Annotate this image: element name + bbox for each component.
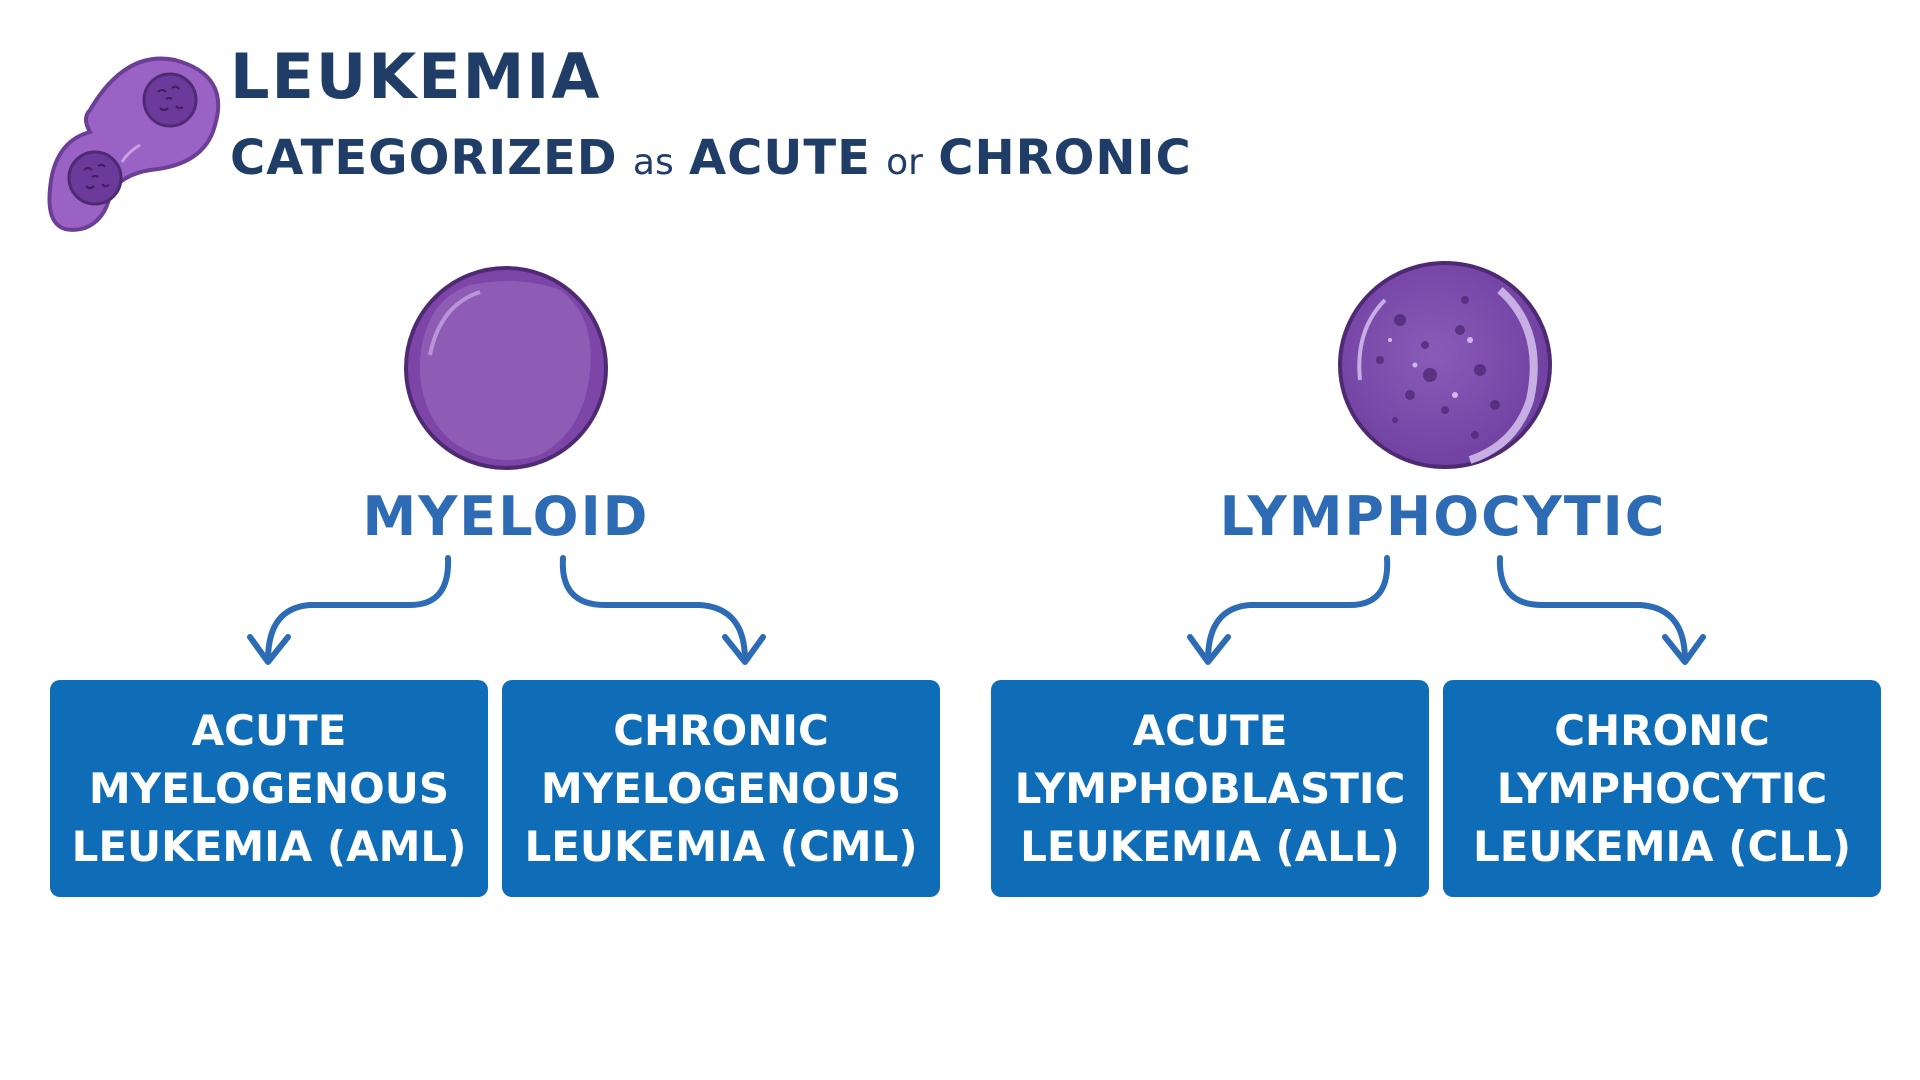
box-cml: CHRONIC MYELOGENOUS LEUKEMIA (CML) bbox=[502, 680, 940, 897]
arrowhead-all bbox=[1187, 634, 1231, 665]
box-line: LEUKEMIA (CML) bbox=[524, 821, 918, 871]
subtitle-word-categorized: CATEGORIZED bbox=[230, 130, 618, 186]
box-line: ACUTE bbox=[1132, 705, 1288, 755]
arrow-to-aml bbox=[265, 555, 452, 663]
subtitle-word-or: or bbox=[886, 142, 923, 183]
box-line: LEUKEMIA (ALL) bbox=[1020, 821, 1400, 871]
box-all: ACUTE LYMPHOBLASTIC LEUKEMIA (ALL) bbox=[991, 680, 1429, 897]
arrowhead-aml bbox=[247, 634, 291, 665]
box-line: MYELOGENOUS bbox=[88, 763, 450, 813]
subtitle-word-acute: ACUTE bbox=[689, 130, 871, 186]
arrowhead-cll bbox=[1662, 634, 1706, 665]
page-subtitle: CATEGORIZED as ACUTE or CHRONIC bbox=[230, 130, 1192, 186]
subtitle-word-chronic: CHRONIC bbox=[938, 130, 1192, 186]
lymphocyte-cell-icon bbox=[1338, 261, 1552, 469]
arrow-to-cll bbox=[1496, 555, 1688, 663]
myeloid-arrows bbox=[247, 555, 766, 665]
box-line: MYELOGENOUS bbox=[540, 763, 902, 813]
lymphocytic-arrows bbox=[1187, 555, 1706, 665]
box-line: LEUKEMIA (CLL) bbox=[1472, 821, 1852, 871]
myeloid-cell-icon bbox=[404, 266, 608, 470]
arrow-to-cml bbox=[559, 555, 748, 663]
box-line: CHRONIC bbox=[1554, 705, 1770, 755]
page-title: LEUKEMIA bbox=[230, 40, 602, 113]
box-aml: ACUTE MYELOGENOUS LEUKEMIA (AML) bbox=[50, 680, 488, 897]
arrowhead-cml bbox=[722, 634, 766, 665]
box-cll: CHRONIC LYMPHOCYTIC LEUKEMIA (CLL) bbox=[1443, 680, 1881, 897]
box-line: ACUTE bbox=[191, 705, 347, 755]
arrow-to-all bbox=[1205, 555, 1391, 663]
box-line: LYMPHOCYTIC bbox=[1496, 763, 1828, 813]
category-label-myeloid: MYELOID bbox=[362, 485, 650, 548]
box-line: LYMPHOBLASTIC bbox=[1014, 763, 1406, 813]
box-line: LEUKEMIA (AML) bbox=[71, 821, 467, 871]
subtitle-word-as: as bbox=[632, 142, 674, 183]
category-label-lymphocytic: LYMPHOCYTIC bbox=[1219, 485, 1667, 548]
dividing-cell-icon bbox=[47, 56, 221, 232]
box-line: CHRONIC bbox=[613, 705, 829, 755]
